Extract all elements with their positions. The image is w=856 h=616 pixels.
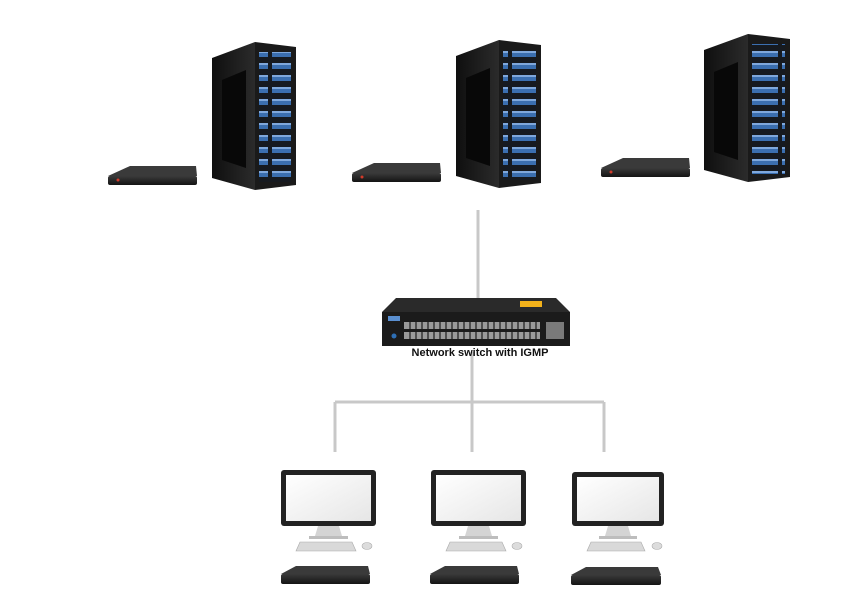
monitor-icon [431,470,526,539]
kvm-extender-icon [108,166,197,185]
monitor-icon [281,470,376,539]
workstation-1 [281,470,376,584]
kvm-extender-icon [352,163,441,182]
keyboard-icon [586,541,646,552]
keyboard-icon [295,541,357,552]
kvm-extender-icon [281,566,370,584]
switch-label: Network switch with IGMP [411,347,549,359]
tower-server-icon [456,40,541,188]
server-1 [108,42,296,190]
network-switch-icon [382,298,570,346]
mouse-icon [511,542,523,550]
workstation-3 [571,472,664,585]
server-2 [352,40,541,188]
keyboard-icon [445,541,507,552]
connector-lines [333,210,606,452]
server-3 [601,34,790,182]
workstation-2 [430,470,526,584]
mouse-icon [651,542,663,550]
tower-server-icon [704,34,790,182]
kvm-extender-icon [601,158,690,177]
tower-server-icon [212,42,296,190]
kvm-extender-icon [430,566,519,584]
kvm-extender-icon [571,567,661,585]
monitor-icon [572,472,664,539]
mouse-icon [361,542,373,550]
